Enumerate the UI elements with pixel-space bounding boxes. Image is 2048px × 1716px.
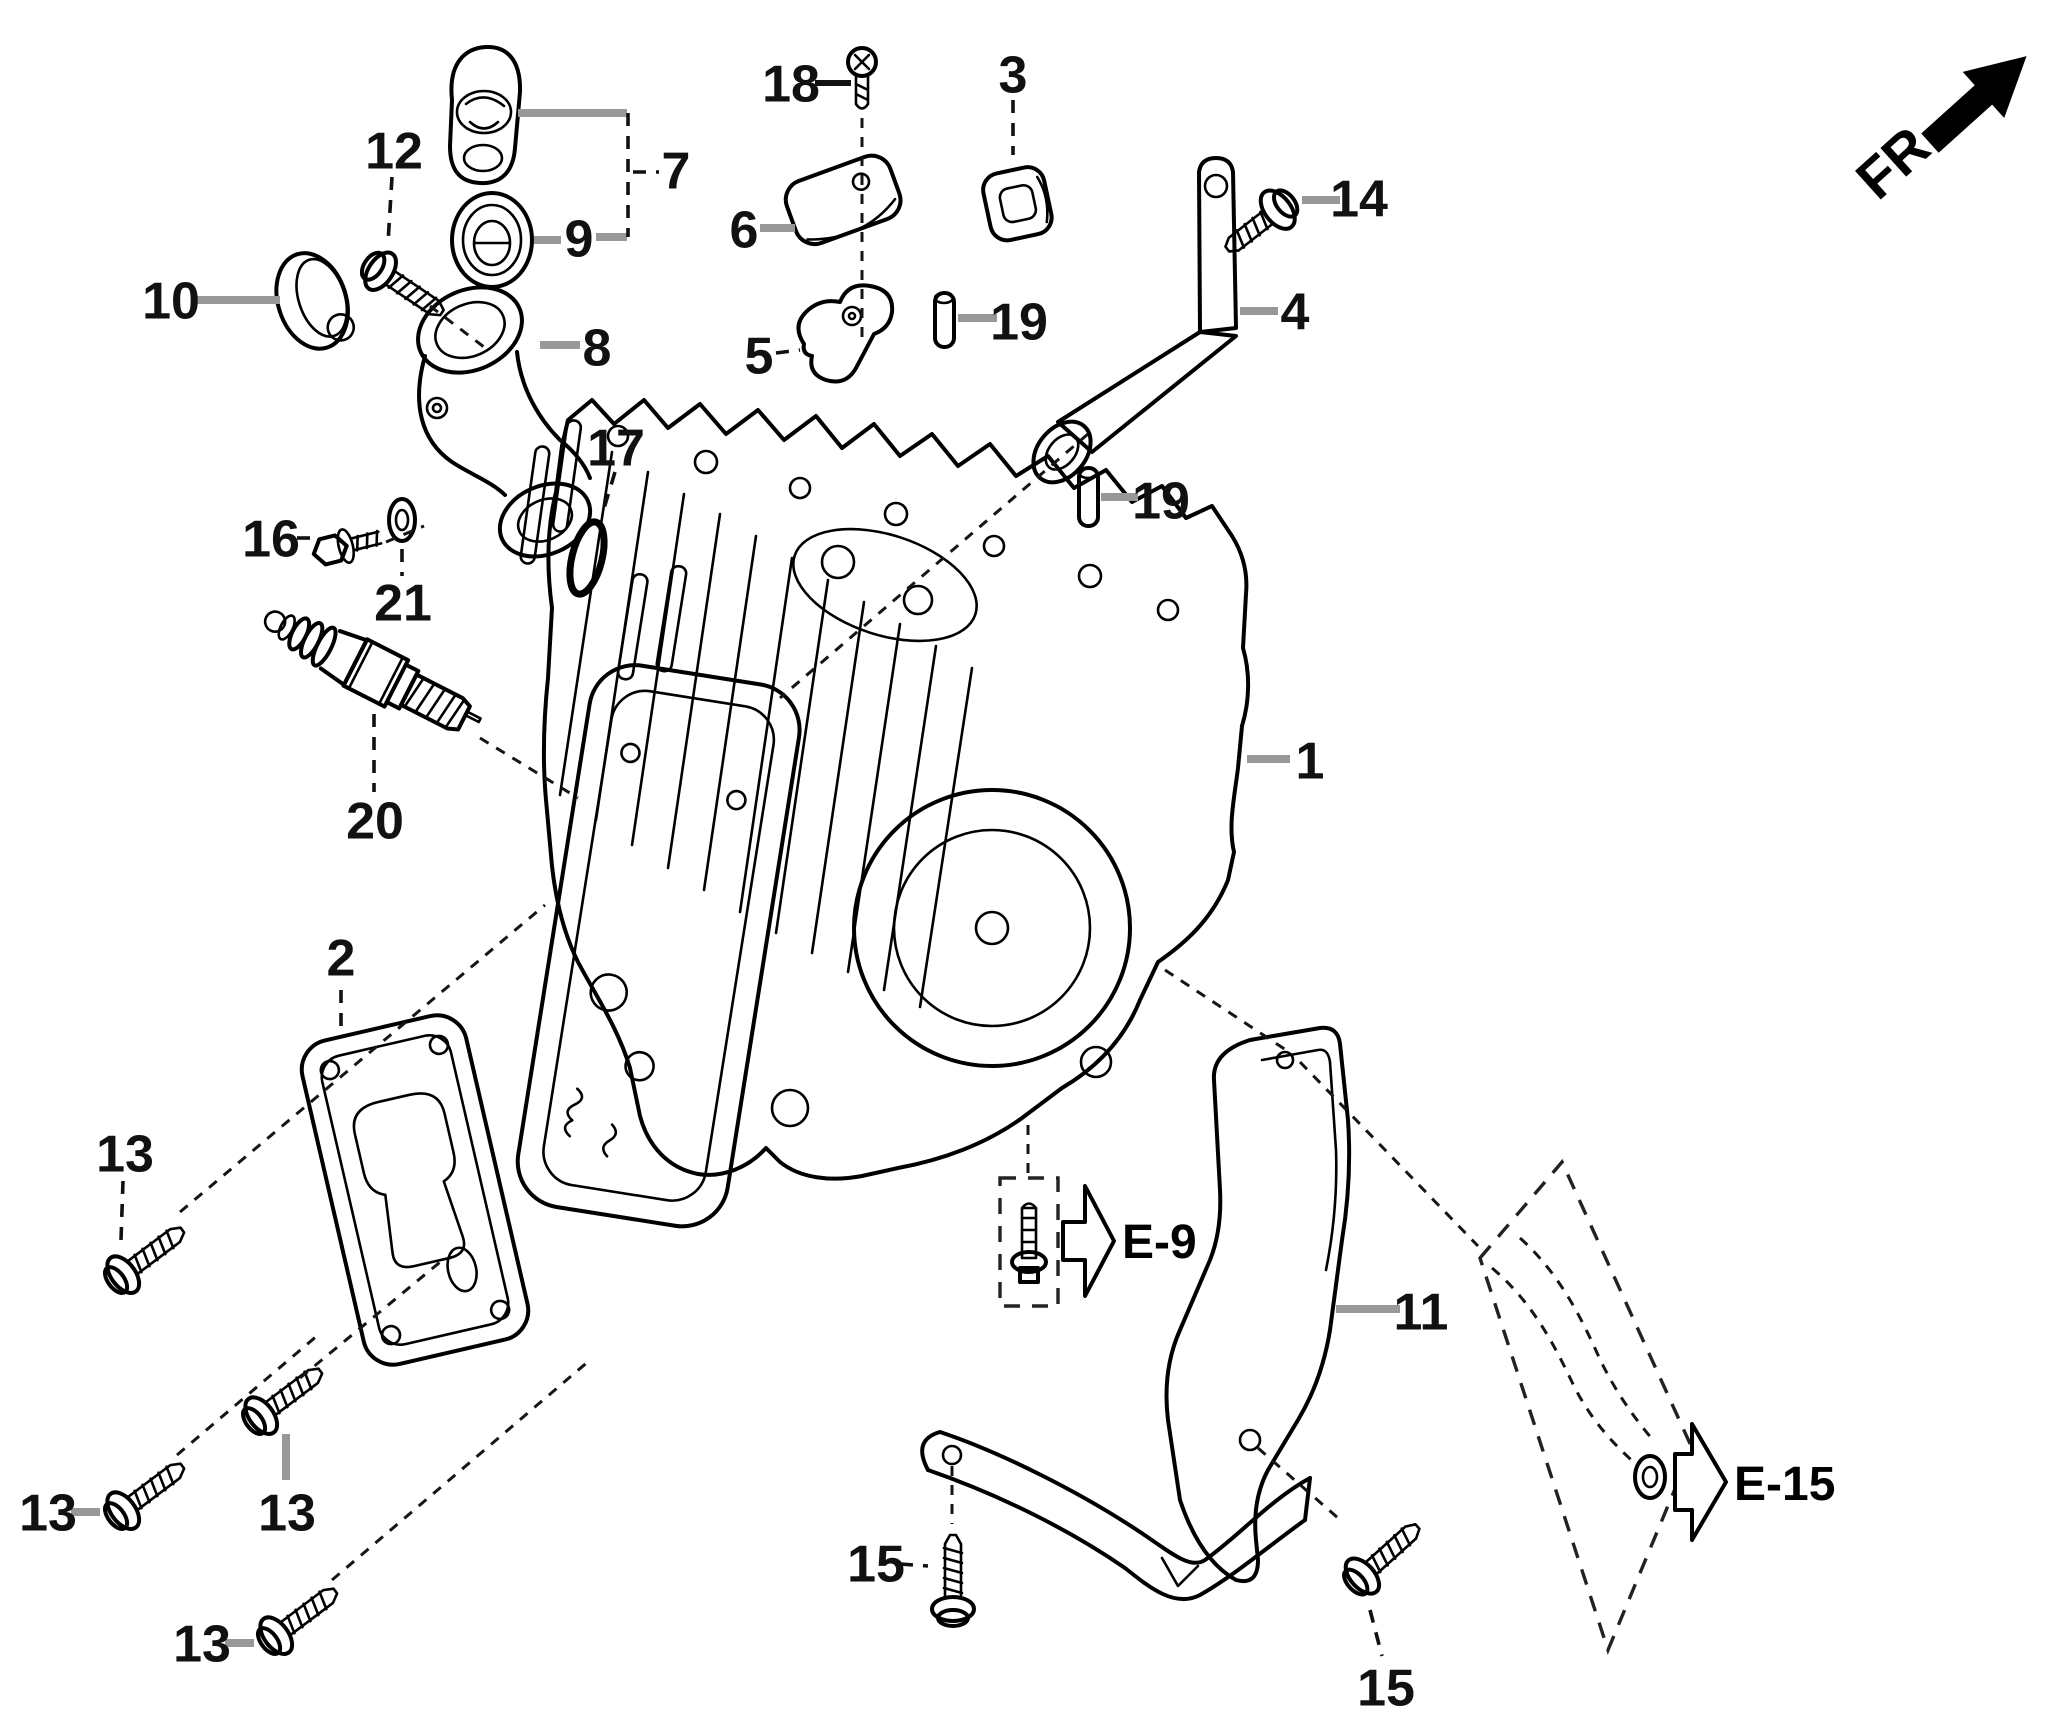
leader-layer xyxy=(71,80,1400,1657)
callout-13[interactable]: 13 xyxy=(96,1126,154,1184)
callout-9[interactable]: 9 xyxy=(565,211,594,269)
callout-12[interactable]: 12 xyxy=(365,123,423,181)
callout-13[interactable]: 13 xyxy=(173,1616,231,1674)
ref-e9-group xyxy=(998,1176,1116,1308)
cooling-fins xyxy=(558,450,974,1009)
part-9-seal xyxy=(450,191,534,289)
callout-11[interactable]: 11 xyxy=(1394,1284,1449,1342)
part-head-cover xyxy=(515,564,802,1229)
callout-19[interactable]: 19 xyxy=(1132,473,1190,531)
callout-14[interactable]: 14 xyxy=(1330,171,1388,229)
assembly-line xyxy=(1298,1060,1480,1248)
callout-19[interactable]: 19 xyxy=(990,294,1048,352)
assembly-line xyxy=(176,1333,319,1457)
part-17-oring xyxy=(566,518,608,598)
part-7-breather-cap xyxy=(448,44,523,186)
assembly-line xyxy=(1164,968,1287,1052)
callout-17[interactable]: 17 xyxy=(587,420,645,478)
assembly-line xyxy=(299,1256,446,1380)
callout-2[interactable]: 2 xyxy=(327,930,356,988)
e9-bolt xyxy=(1010,1202,1048,1284)
assembly-line xyxy=(429,304,489,352)
leader-line-15 xyxy=(899,1562,929,1568)
callout-18[interactable]: 18 xyxy=(762,56,820,114)
callout-5[interactable]: 5 xyxy=(745,328,774,386)
ref-e15-group xyxy=(1478,1158,1728,1655)
callout-16[interactable]: 16 xyxy=(242,511,300,569)
part-11-bracket xyxy=(1164,1025,1352,1583)
part-14-bolt xyxy=(1224,188,1300,253)
part-20-spark-plug xyxy=(263,610,482,732)
part-13-bolt-3 xyxy=(233,1352,335,1445)
assembly-line xyxy=(385,524,425,544)
callout-3[interactable]: 3 xyxy=(999,47,1028,105)
part-lower-bracket xyxy=(920,1430,1312,1602)
callout-1[interactable]: 1 xyxy=(1296,733,1325,791)
part-4-bracket xyxy=(1031,156,1238,485)
part-13-bolt-1 xyxy=(95,1211,197,1304)
part-19-pin-a xyxy=(933,291,956,349)
callout-13[interactable]: 13 xyxy=(19,1485,77,1543)
leader-line-15 xyxy=(1368,1609,1384,1657)
leader-line-17 xyxy=(600,471,617,516)
part-10-cap xyxy=(274,251,356,351)
callout-15[interactable]: 15 xyxy=(847,1536,905,1594)
assembly-line xyxy=(479,736,579,800)
fr-marker: FR. xyxy=(1844,56,2027,211)
part-13-bolt-2 xyxy=(95,1447,197,1540)
assembly-line xyxy=(179,903,546,1214)
part-2-cover-plate xyxy=(299,1013,531,1367)
part-3-block xyxy=(981,165,1054,243)
callout-7[interactable]: 7 xyxy=(662,143,691,201)
part-13-bolt-4 xyxy=(248,1572,350,1665)
part-18-screw xyxy=(846,46,878,110)
callout-21[interactable]: 21 xyxy=(374,575,432,633)
part-15-bolt-2 xyxy=(1333,1508,1434,1606)
callout-15[interactable]: 15 xyxy=(1357,1660,1415,1716)
part-6-plate xyxy=(783,153,903,247)
leader-line-12 xyxy=(386,176,394,244)
ref-label-e15[interactable]: E-15 xyxy=(1734,1458,1835,1511)
assembly-line xyxy=(331,1358,591,1582)
part-15-bolt-1 xyxy=(930,1533,976,1628)
callout-6[interactable]: 6 xyxy=(730,202,759,260)
fr-arrow-icon xyxy=(1921,56,2027,153)
part-21-washer xyxy=(387,497,417,543)
part-5-link xyxy=(796,283,895,384)
e9-arrow-icon xyxy=(1061,1184,1116,1298)
leader-line-13 xyxy=(119,1180,125,1241)
e15-arrow-icon xyxy=(1673,1422,1728,1542)
callout-8[interactable]: 8 xyxy=(583,320,612,378)
part-12-bolt xyxy=(359,250,445,317)
callout-13[interactable]: 13 xyxy=(258,1485,316,1543)
ref-label-e9[interactable]: E-9 xyxy=(1122,1216,1197,1269)
callout-4[interactable]: 4 xyxy=(1281,284,1310,342)
assembly-line-layer xyxy=(176,118,1480,1582)
leader-line-5 xyxy=(775,348,801,355)
hose-end xyxy=(1633,1454,1667,1500)
callout-20[interactable]: 20 xyxy=(346,793,404,851)
part-16-bolt xyxy=(311,528,383,567)
callout-10[interactable]: 10 xyxy=(142,273,200,331)
